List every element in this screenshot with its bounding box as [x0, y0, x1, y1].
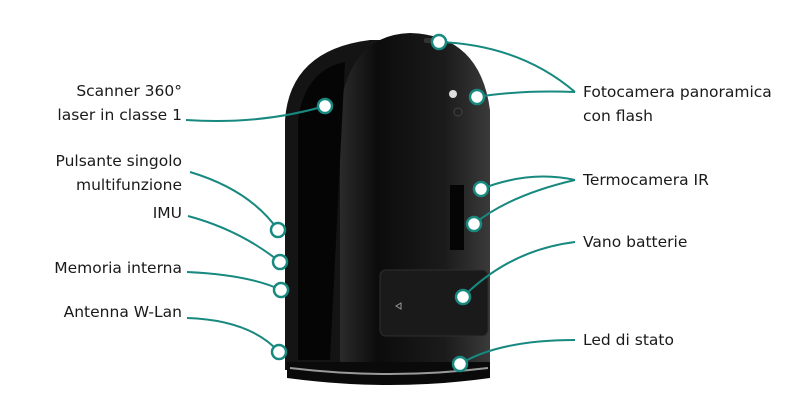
label-antenna: Antenna W-Lan [63, 303, 182, 321]
label-button: Pulsante singolo multifunzione [56, 149, 182, 197]
label-scanner: Scanner 360° laser in classe 1 [57, 79, 182, 127]
label-line: laser in classe 1 [57, 106, 182, 124]
callout-markers [269, 33, 490, 373]
marker-button [269, 221, 287, 239]
label-battery: Vano batterie [583, 233, 688, 251]
marker-led [451, 355, 469, 373]
flash-icon [449, 90, 457, 98]
label-line: multifunzione [75, 176, 182, 194]
marker-thermal-2 [465, 215, 483, 233]
label-line: Pulsante singolo [55, 152, 182, 170]
label-line: Fotocamera panoramica [583, 83, 772, 101]
marker-battery [454, 288, 472, 306]
thermal-camera-icon [450, 185, 464, 250]
marker-scanner [316, 97, 334, 115]
battery-door [379, 269, 489, 337]
marker-flash [468, 88, 486, 106]
marker-thermal-1 [472, 180, 490, 198]
label-camera: Fotocamera panoramica con flash [583, 80, 772, 128]
marker-antenna [270, 343, 288, 361]
label-memory: Memoria interna [54, 259, 182, 277]
label-line: con flash [583, 107, 653, 125]
callout-lines [185, 41, 576, 365]
label-line: Scanner 360° [76, 82, 182, 100]
label-thermal: Termocamera IR [583, 171, 709, 189]
label-led: Led di stato [583, 331, 674, 349]
marker-imu [271, 253, 289, 271]
marker-memory [272, 281, 290, 299]
marker-camera-top [430, 33, 448, 51]
label-imu: IMU [152, 204, 182, 222]
